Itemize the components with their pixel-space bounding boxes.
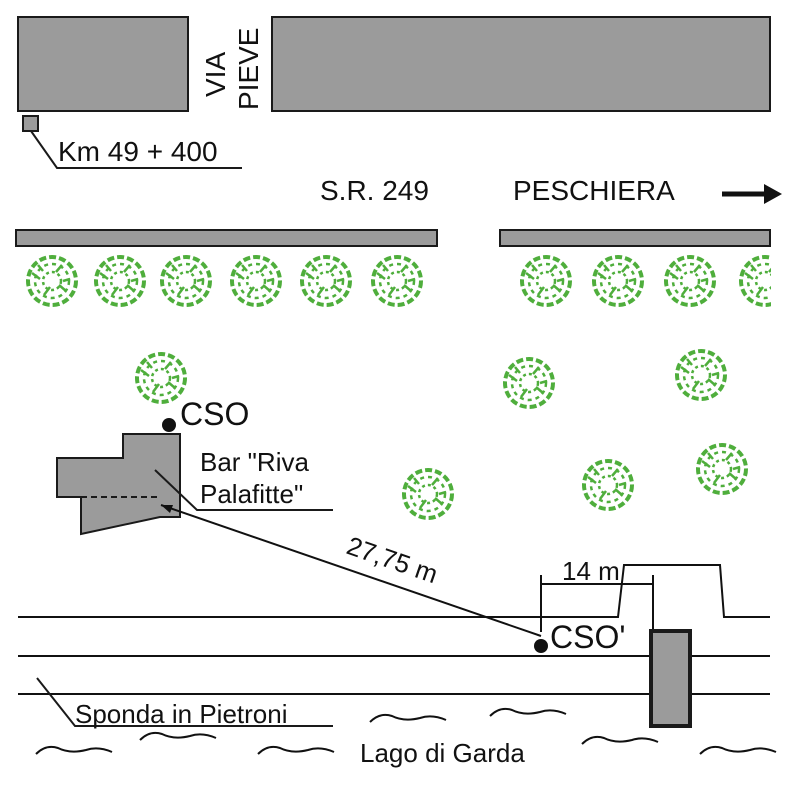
tree-icon: [675, 349, 727, 401]
cso-point: [162, 418, 176, 432]
wave-icon: [35, 745, 113, 755]
tree-icon: [135, 352, 187, 404]
water-waves: [35, 707, 777, 755]
distance-line-long: [160, 504, 542, 637]
arrow-right-icon: [722, 184, 782, 204]
direction-label: PESCHIERA: [513, 175, 675, 206]
km-marker-leader: [30, 130, 242, 169]
bar-label-line2: Palafitte": [200, 479, 303, 509]
tree-icon: [26, 255, 78, 307]
bar-building: [56, 433, 181, 536]
building-left: [17, 16, 189, 112]
wave-icon: [581, 735, 659, 745]
shore-label: Sponda in Pietroni: [75, 699, 287, 729]
tree-row: [26, 255, 771, 307]
cso-label: CSO: [180, 396, 249, 432]
bar-label-line1: Bar "Riva: [200, 447, 309, 477]
road-label: S.R. 249: [320, 175, 429, 206]
street-label-pieve: PIEVE: [233, 28, 264, 110]
tree-icon: [371, 255, 423, 307]
tree-icon: [739, 255, 771, 307]
tree-icon: [160, 255, 212, 307]
tree-icon: [592, 255, 644, 307]
tree-icon: [503, 357, 555, 409]
tree-icon: [664, 255, 716, 307]
tree-icon: [230, 255, 282, 307]
sidewalk-left: [15, 229, 438, 247]
lake-label: Lago di Garda: [360, 738, 525, 768]
shore-leader: [36, 677, 333, 727]
tree-icon: [696, 443, 748, 495]
tree-icon: [582, 459, 634, 511]
dimension-14m: [540, 575, 654, 632]
distance-label-long: 27,75 m: [343, 530, 442, 589]
building-right: [271, 16, 771, 112]
km-marker-label: Km 49 + 400: [58, 136, 218, 167]
sidewalk-right: [499, 229, 771, 247]
wave-icon: [699, 745, 777, 755]
tree-icon: [520, 255, 572, 307]
bar-leader: [154, 469, 333, 511]
wave-icon: [489, 707, 567, 717]
cso-prime-label: CSO': [550, 619, 625, 655]
wave-icon: [139, 731, 217, 741]
pier-outline: [18, 564, 770, 618]
street-label-via: VIA: [200, 52, 231, 97]
dock-post: [649, 629, 692, 728]
distance-label-short: 14 m: [562, 556, 620, 586]
wave-icon: [369, 713, 447, 723]
tree-icon: [402, 468, 454, 520]
wave-icon: [257, 745, 335, 755]
cso-prime-point: [534, 639, 548, 653]
tree-icon: [94, 255, 146, 307]
km-marker-post: [22, 115, 39, 132]
tree-icon: [300, 255, 352, 307]
